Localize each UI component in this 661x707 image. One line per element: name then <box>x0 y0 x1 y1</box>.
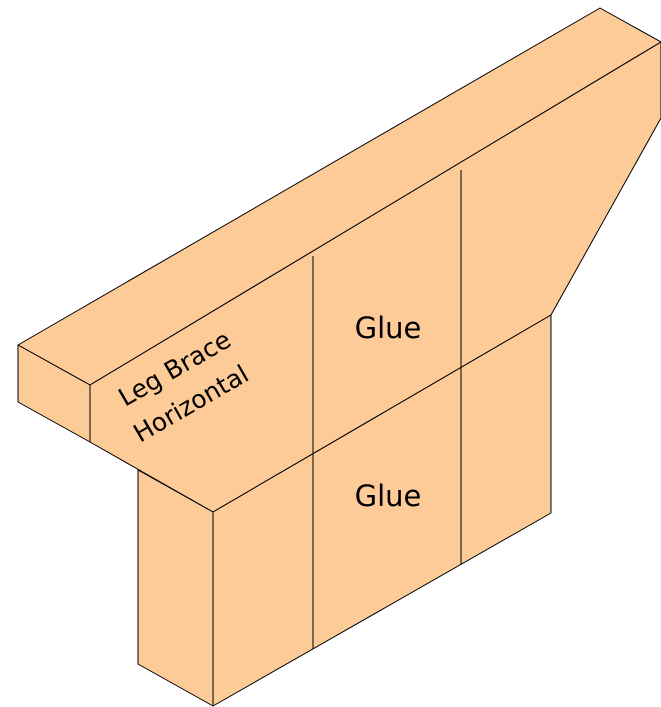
leg-front-face <box>212 314 552 707</box>
leg-side-face <box>137 469 214 707</box>
glue-label-upper: Glue <box>355 311 422 345</box>
glue-label-lower: Glue <box>355 479 422 513</box>
